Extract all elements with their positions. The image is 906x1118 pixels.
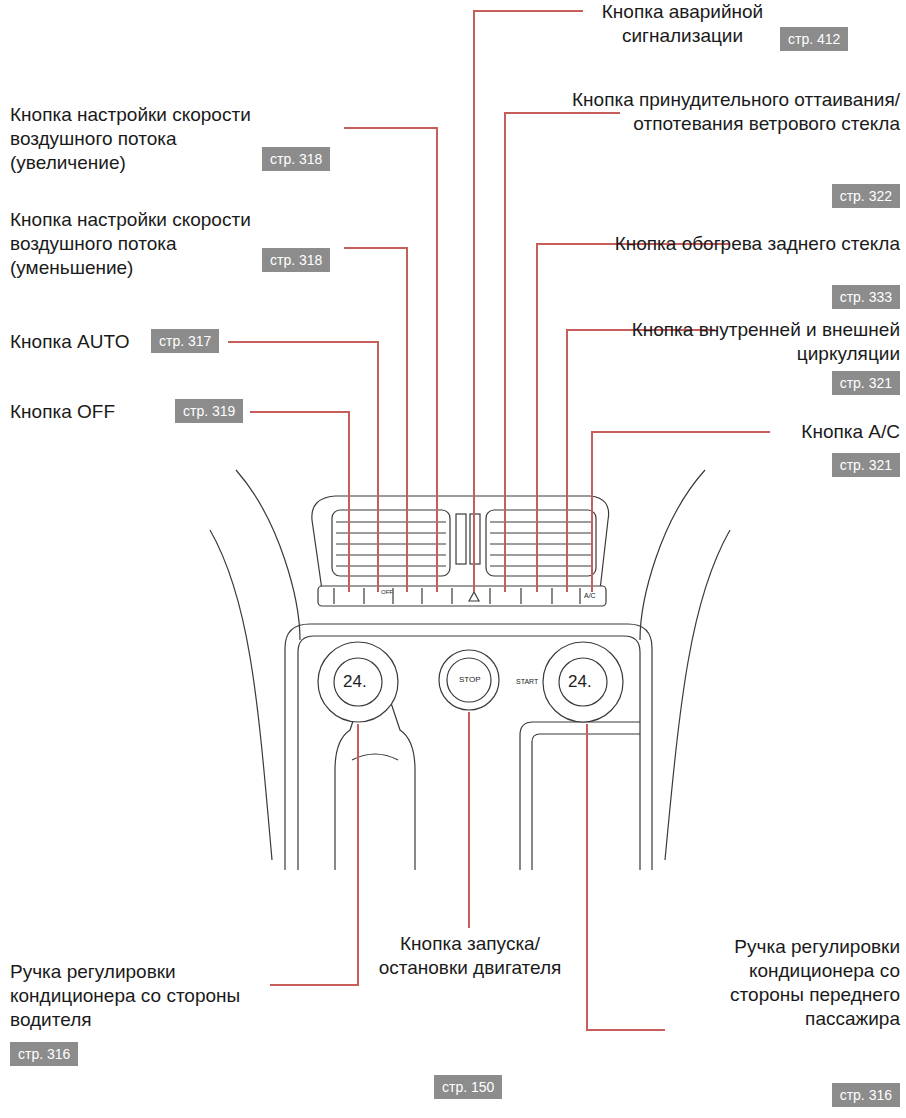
callout: Кнопка OFF стр. 319 <box>10 399 250 429</box>
vent-slat <box>336 522 446 523</box>
panel-marking: OFF <box>381 589 393 595</box>
panel-marking: 24. <box>343 673 367 690</box>
callout-title: Кнопка настройки скорости воздушного пот… <box>10 103 285 175</box>
callout-title: Кнопка внутренней и внешней циркуляции <box>560 318 900 366</box>
button-separator <box>520 588 521 604</box>
vent-slat <box>336 566 446 567</box>
button-separator <box>451 588 452 604</box>
leader-lines <box>228 11 770 1030</box>
button-separator <box>489 588 490 604</box>
vent-slat <box>336 555 446 556</box>
page-reference: стр. 321 <box>832 453 900 477</box>
page-reference: стр. 318 <box>262 248 330 272</box>
callout-title: Кнопка настройки скорости воздушного пот… <box>10 208 285 280</box>
callout: Кнопка внутренней и внешней циркуляции ст… <box>560 318 900 398</box>
hazard-symbol <box>469 592 479 601</box>
vent-slat <box>336 533 446 534</box>
button-separator <box>551 588 552 604</box>
button-separator <box>421 588 422 604</box>
callout: Кнопка принудительного оттаивания/отпоте… <box>560 88 900 213</box>
panel-marking: 24. <box>568 673 592 690</box>
page-reference: стр. 319 <box>175 399 243 423</box>
callout-title: Ручка регулировки кондиционера со сторон… <box>10 960 265 1032</box>
callout-title: Ручка регулировки кондиционера со сторон… <box>670 935 900 1031</box>
panel-marking: A/C <box>584 592 596 599</box>
page-reference: стр. 150 <box>434 1075 502 1099</box>
button-separator <box>363 588 364 604</box>
button-separator <box>333 588 334 604</box>
callout: Кнопка настройки скорости воздушного пот… <box>10 103 350 178</box>
page-reference: стр. 316 <box>832 1083 900 1107</box>
page-reference: стр. 322 <box>832 184 900 208</box>
panel-marking: STOP <box>459 676 481 684</box>
page-reference: стр. 317 <box>151 329 219 353</box>
callout-title: Кнопка OFF <box>10 400 160 424</box>
panel-marking: START <box>516 678 538 685</box>
callout: Кнопка AUTO стр. 317 <box>10 329 230 359</box>
callout: Кнопка запуска/ остановки двигателя стр. … <box>355 932 585 1102</box>
page-reference: стр. 318 <box>262 147 330 171</box>
callout: Кнопка аварийной сигнализациистр. 412 <box>590 0 860 60</box>
callout: Кнопка A/C стр. 321 <box>700 420 900 480</box>
callout: Ручка регулировки кондиционера со сторон… <box>10 960 270 1070</box>
page-reference: стр. 412 <box>780 27 848 51</box>
callout: Ручка регулировки кондиционера со сторон… <box>670 935 900 1110</box>
page-reference: стр. 316 <box>10 1042 78 1066</box>
button-separator <box>579 588 580 604</box>
callout-title: Кнопка принудительного оттаивания/отпоте… <box>560 88 900 136</box>
callout-title: Кнопка AUTO <box>10 330 140 354</box>
callout-title: Кнопка A/C <box>700 420 900 444</box>
vent-slat <box>336 544 446 545</box>
callout: Кнопка обогрева заднего стекла стр. 333 <box>560 232 900 312</box>
callout-title: Кнопка аварийной сигнализации <box>590 0 775 48</box>
control-knobs <box>318 642 623 722</box>
page-reference: стр. 333 <box>832 285 900 309</box>
air-vent <box>312 496 609 606</box>
callout-title: Кнопка запуска/ остановки двигателя <box>355 932 585 980</box>
callout-title: Кнопка обогрева заднего стекла <box>560 232 900 256</box>
page-reference: стр. 321 <box>832 371 900 395</box>
callout: Кнопка настройки скорости воздушного пот… <box>10 208 350 283</box>
